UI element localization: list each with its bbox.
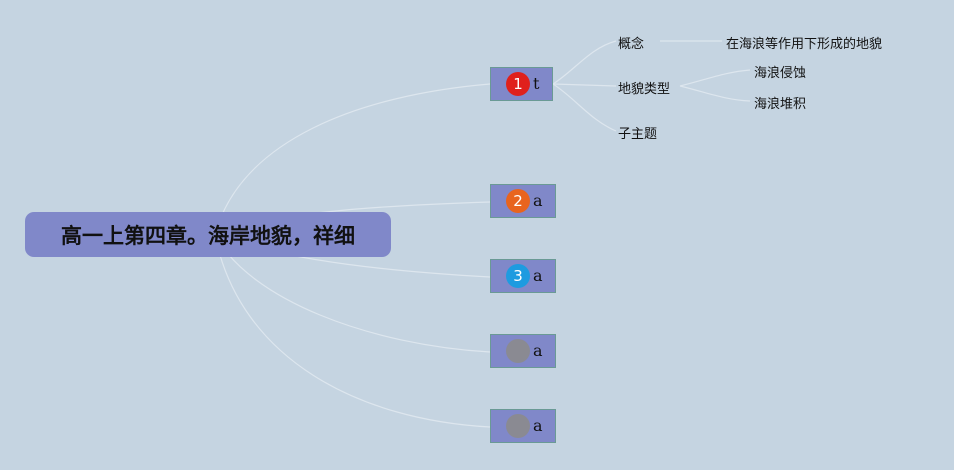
topic-node-2[interactable]: 2 a bbox=[490, 184, 556, 218]
subtopic-concept[interactable]: 概念 bbox=[618, 37, 645, 52]
root-topic[interactable]: 高一上第四章。海岸地貌，祥细 bbox=[25, 212, 391, 257]
subtopic-erosion[interactable]: 海浪侵蚀 bbox=[754, 66, 807, 81]
topic-4-label: a bbox=[533, 341, 543, 360]
connector-root-topic-4 bbox=[214, 234, 491, 353]
connector-root-topic-5 bbox=[214, 234, 491, 428]
topic-5-number-badge bbox=[506, 414, 530, 438]
topic-2-label: a bbox=[533, 191, 543, 210]
topic-node-5[interactable]: a bbox=[490, 409, 556, 443]
subtopic-placeholder[interactable]: 子主题 bbox=[618, 127, 658, 142]
topic-node-3[interactable]: 3 a bbox=[490, 259, 556, 293]
connector-topic-1-concept bbox=[552, 40, 617, 85]
topic-4-number-badge bbox=[506, 339, 530, 363]
connector-topic-1-landform bbox=[552, 83, 617, 87]
topic-node-1[interactable]: 1 t bbox=[490, 67, 553, 101]
root-topic-title: 高一上第四章。海岸地貌，祥细 bbox=[61, 223, 355, 248]
connector-topic-1-subtopic bbox=[552, 83, 617, 132]
topic-3-number-badge: 3 bbox=[506, 264, 530, 288]
connector-landform-erosion bbox=[679, 69, 751, 87]
topic-1-label: t bbox=[533, 74, 540, 93]
subtopic-concept-detail[interactable]: 在海浪等作用下形成的地貌 bbox=[726, 37, 883, 52]
topic-5-label: a bbox=[533, 416, 543, 435]
connector-root-topic-1 bbox=[214, 83, 491, 236]
connector-landform-deposition bbox=[679, 85, 751, 102]
topic-node-4[interactable]: a bbox=[490, 334, 556, 368]
topic-3-label: a bbox=[533, 266, 543, 285]
topic-2-number-badge: 2 bbox=[506, 189, 530, 213]
subtopic-deposition[interactable]: 海浪堆积 bbox=[754, 97, 807, 112]
subtopic-landform-types[interactable]: 地貌类型 bbox=[618, 82, 671, 97]
topic-1-number-badge: 1 bbox=[506, 72, 530, 96]
